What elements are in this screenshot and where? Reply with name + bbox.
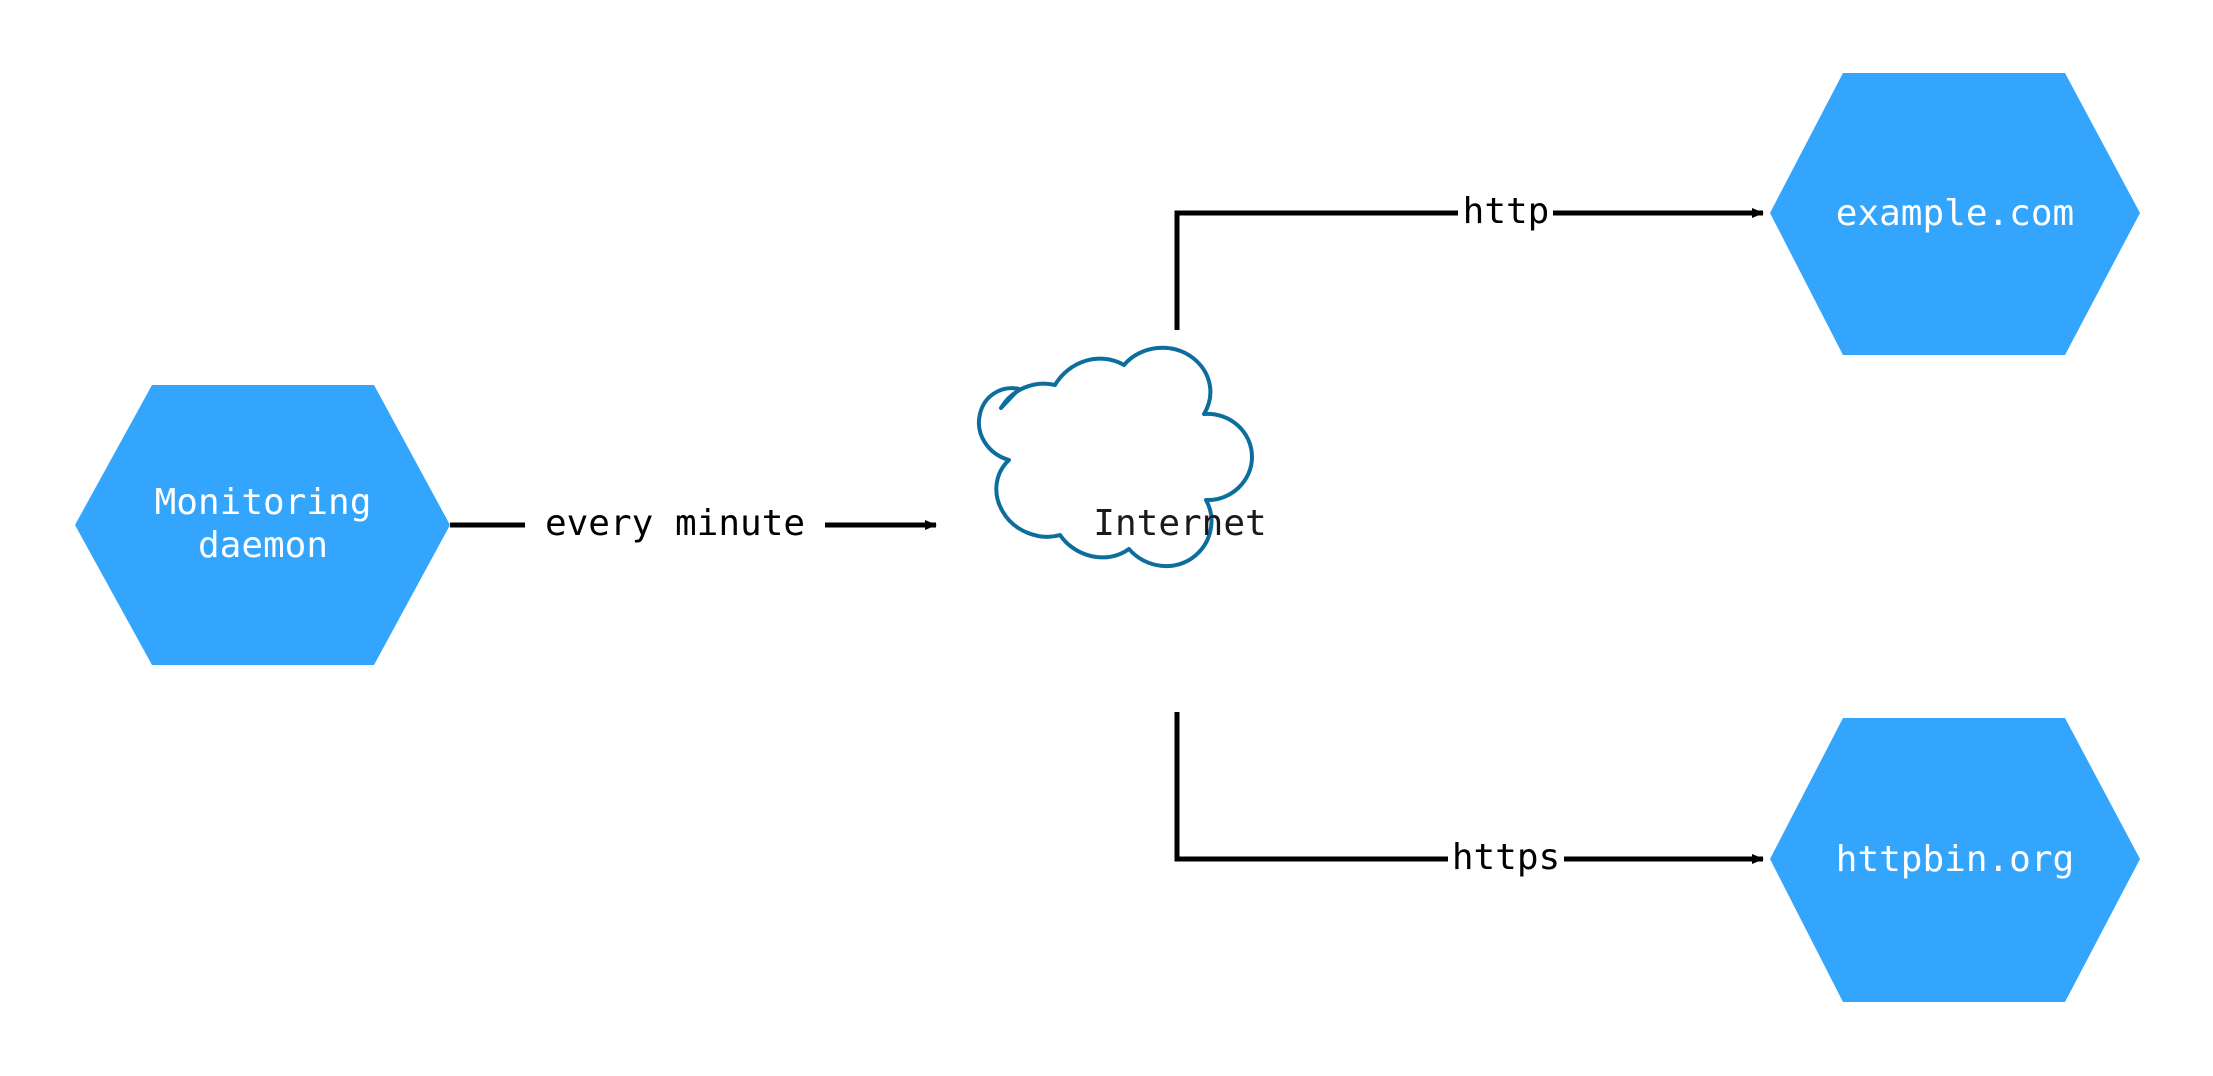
node-httpbin-org-shape[interactable] xyxy=(1770,718,2140,1002)
node-example-com-shape[interactable] xyxy=(1770,73,2140,355)
node-monitoring-daemon-label-line2: daemon xyxy=(198,525,328,566)
edge-internet-to-example: http xyxy=(1174,191,1764,330)
node-example-com[interactable]: example.com xyxy=(1770,73,2140,355)
edge-internet-to-example-elbow xyxy=(1174,210,1458,330)
edge-internet-to-httpbin-elbow xyxy=(1174,712,1448,862)
node-internet-label: Internet xyxy=(1093,503,1266,544)
edge-label-http: http xyxy=(1463,191,1550,232)
node-monitoring-daemon[interactable]: Monitoring daemon xyxy=(75,385,450,665)
edge-label-every-minute: every minute xyxy=(545,503,805,544)
node-httpbin-org-label: httpbin.org xyxy=(1836,839,2074,880)
node-example-com-label: example.com xyxy=(1836,193,2074,234)
node-monitoring-daemon-shape[interactable] xyxy=(75,385,450,665)
edge-label-https: https xyxy=(1452,837,1560,878)
edge-daemon-to-internet: every minute xyxy=(450,503,937,544)
node-internet[interactable]: Internet xyxy=(976,345,1267,568)
node-internet-shape[interactable] xyxy=(976,345,1254,568)
node-httpbin-org[interactable]: httpbin.org xyxy=(1770,718,2140,1002)
edge-internet-to-httpbin: https xyxy=(1174,712,1764,878)
node-monitoring-daemon-label-line1: Monitoring xyxy=(155,482,372,523)
